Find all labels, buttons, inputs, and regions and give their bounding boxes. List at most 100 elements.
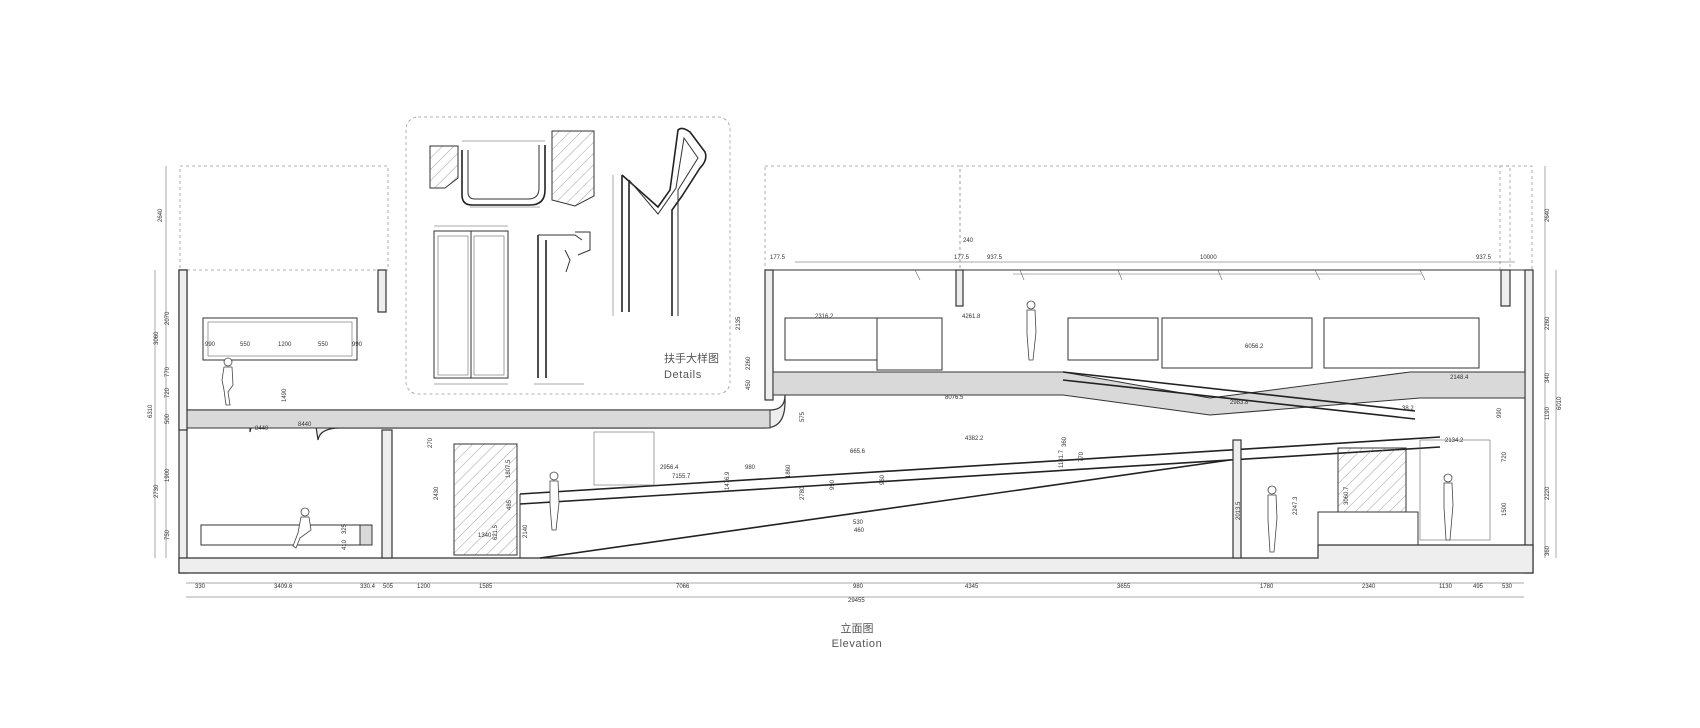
dimension-label: 621.5 [493,524,499,540]
dimension-label: 177.5 [770,255,786,261]
dimension-label: 7155.7 [672,474,691,480]
dimension-label: 1200 [417,584,431,590]
details-title-cn: 扶手大样图 [664,351,719,365]
dimension-label: 990 [830,479,836,490]
details-title-en: Details [664,369,702,381]
right-dimension-labels: 2640 2260 340 1190 2220 6010 360 [1545,208,1563,556]
dimension-label: 1190 [1545,406,1551,420]
dimension-label: 6010 [1557,396,1563,410]
dimension-label: 3060.7 [1344,486,1350,505]
dimension-label: 2013.5 [1236,501,1242,520]
dimension-label: 1200 [278,342,292,348]
dimension-label: 360 [1062,436,1068,447]
dimension-label: 665.6 [850,449,866,455]
dashed-guides [179,165,1533,271]
dimension-label: 460 [854,528,865,534]
dimension-label: 2260 [1545,316,1551,330]
dimension-label: 2316.2 [815,314,834,320]
dimension-label: 3060 [154,331,160,345]
dimension-label: 500 [165,413,171,424]
human-figures [221,300,1454,553]
person-figure [549,471,560,531]
dimension-label: 330 [195,584,206,590]
dimension-label: 330.4 [360,584,376,590]
dimension-label: 990 [1497,407,1503,418]
dimension-label: 177.5 [954,255,970,261]
dimension-label: 2247.3 [1293,496,1299,515]
person-figure [221,357,234,406]
dimension-label: 3655 [1117,584,1131,590]
dimension-label: 1476.9 [725,471,731,490]
dimension-label: 495 [1473,584,1484,590]
dimension-label: 960 [880,474,886,485]
dimension-label: 530 [853,520,864,526]
dimension-label: 325 [342,523,348,534]
person-figure [1443,473,1454,541]
overall-dimension-label: 29455 [848,598,865,604]
dimension-label: 980 [853,584,864,590]
dimension-label: 3409.6 [274,584,293,590]
top-dimension-labels: 177.5 240 177.5 937.5 10000 937.5 [770,238,1492,261]
dimension-label: 2148.4 [1450,375,1469,381]
mid-dimension-labels: 2135 2260 450 575 2956.4 7155.7 980 1476… [342,314,1508,550]
dimension-label: 8440 [298,422,312,428]
dimension-label: 770 [165,366,171,377]
dimension-label: 10000 [1200,255,1217,261]
dimension-label: 990 [352,342,363,348]
person-figure [1267,485,1278,553]
dimension-label: 2956.4 [660,465,679,471]
drawing-title: 立面图 Elevation [832,621,883,650]
dimension-label: 2140 [523,524,529,538]
building-section [178,269,1534,574]
person-figure [292,507,312,549]
dimension-label: 360 [1545,545,1551,556]
dimension-label: 1130 [1439,584,1453,590]
dimension-label: 2220 [1545,486,1551,500]
dimension-label: 980 [745,465,756,471]
dimension-label: 1340 [478,533,492,539]
upper-floor-dimension-labels: 990 550 1200 550 990 8440 8440 1490 [205,342,363,432]
dimension-label: 550 [240,342,251,348]
dimension-label: 990 [205,342,216,348]
dimension-label: 2983.8 [1230,400,1249,406]
dimension-label: 750 [165,529,171,540]
dimension-label: 937.5 [987,255,1003,261]
dimension-label: 240 [963,238,974,244]
bottom-dimension-labels: 330 3409.6 330.4 505 1200 1585 7066 980 … [195,584,1513,604]
dimension-label: 6056.2 [1245,344,1264,350]
dimension-label: 770 [1079,451,1085,462]
dimension-label: 550 [318,342,329,348]
dimension-label: 1807.5 [506,459,512,478]
dimension-label: 2260 [746,356,752,370]
dimension-label: 505 [383,584,394,590]
dimension-label: 720 [1502,451,1508,462]
dimension-label: 410 [342,539,348,550]
dimension-label: 485 [507,499,513,510]
dimension-label: 530 [1502,584,1513,590]
dimension-label: 2340 [1362,584,1376,590]
dimension-label: 1860 [786,464,792,478]
dimension-label: 2430 [434,486,440,500]
title-cn: 立面图 [841,621,874,635]
dimension-label: 4382.2 [965,436,984,442]
dimension-label: 575 [800,411,806,422]
title-en: Elevation [832,638,883,650]
dimension-lines [154,166,1557,598]
dimension-label: 2134.2 [1445,438,1464,444]
dimension-label: 340 [1545,372,1551,383]
dimension-label: 4345 [965,584,979,590]
dimension-label: 1900 [165,468,171,482]
dimension-label: 720 [165,387,171,398]
dimension-label: 270 [428,437,434,448]
dimension-label: 2640 [158,208,164,222]
dimension-label: 2070 [165,311,171,325]
dimension-label: 6310 [148,404,154,418]
dimension-label: 1490 [282,388,288,402]
dimension-label: 8440 [255,426,269,432]
dimension-label: 2135 [736,316,742,330]
dimension-label: 2640 [1545,208,1551,222]
dimension-label: 1500 [1502,502,1508,516]
dimension-label: 450 [746,379,752,390]
left-dimension-labels: 2640 3060 2070 770 720 500 2730 1900 750… [148,208,171,540]
